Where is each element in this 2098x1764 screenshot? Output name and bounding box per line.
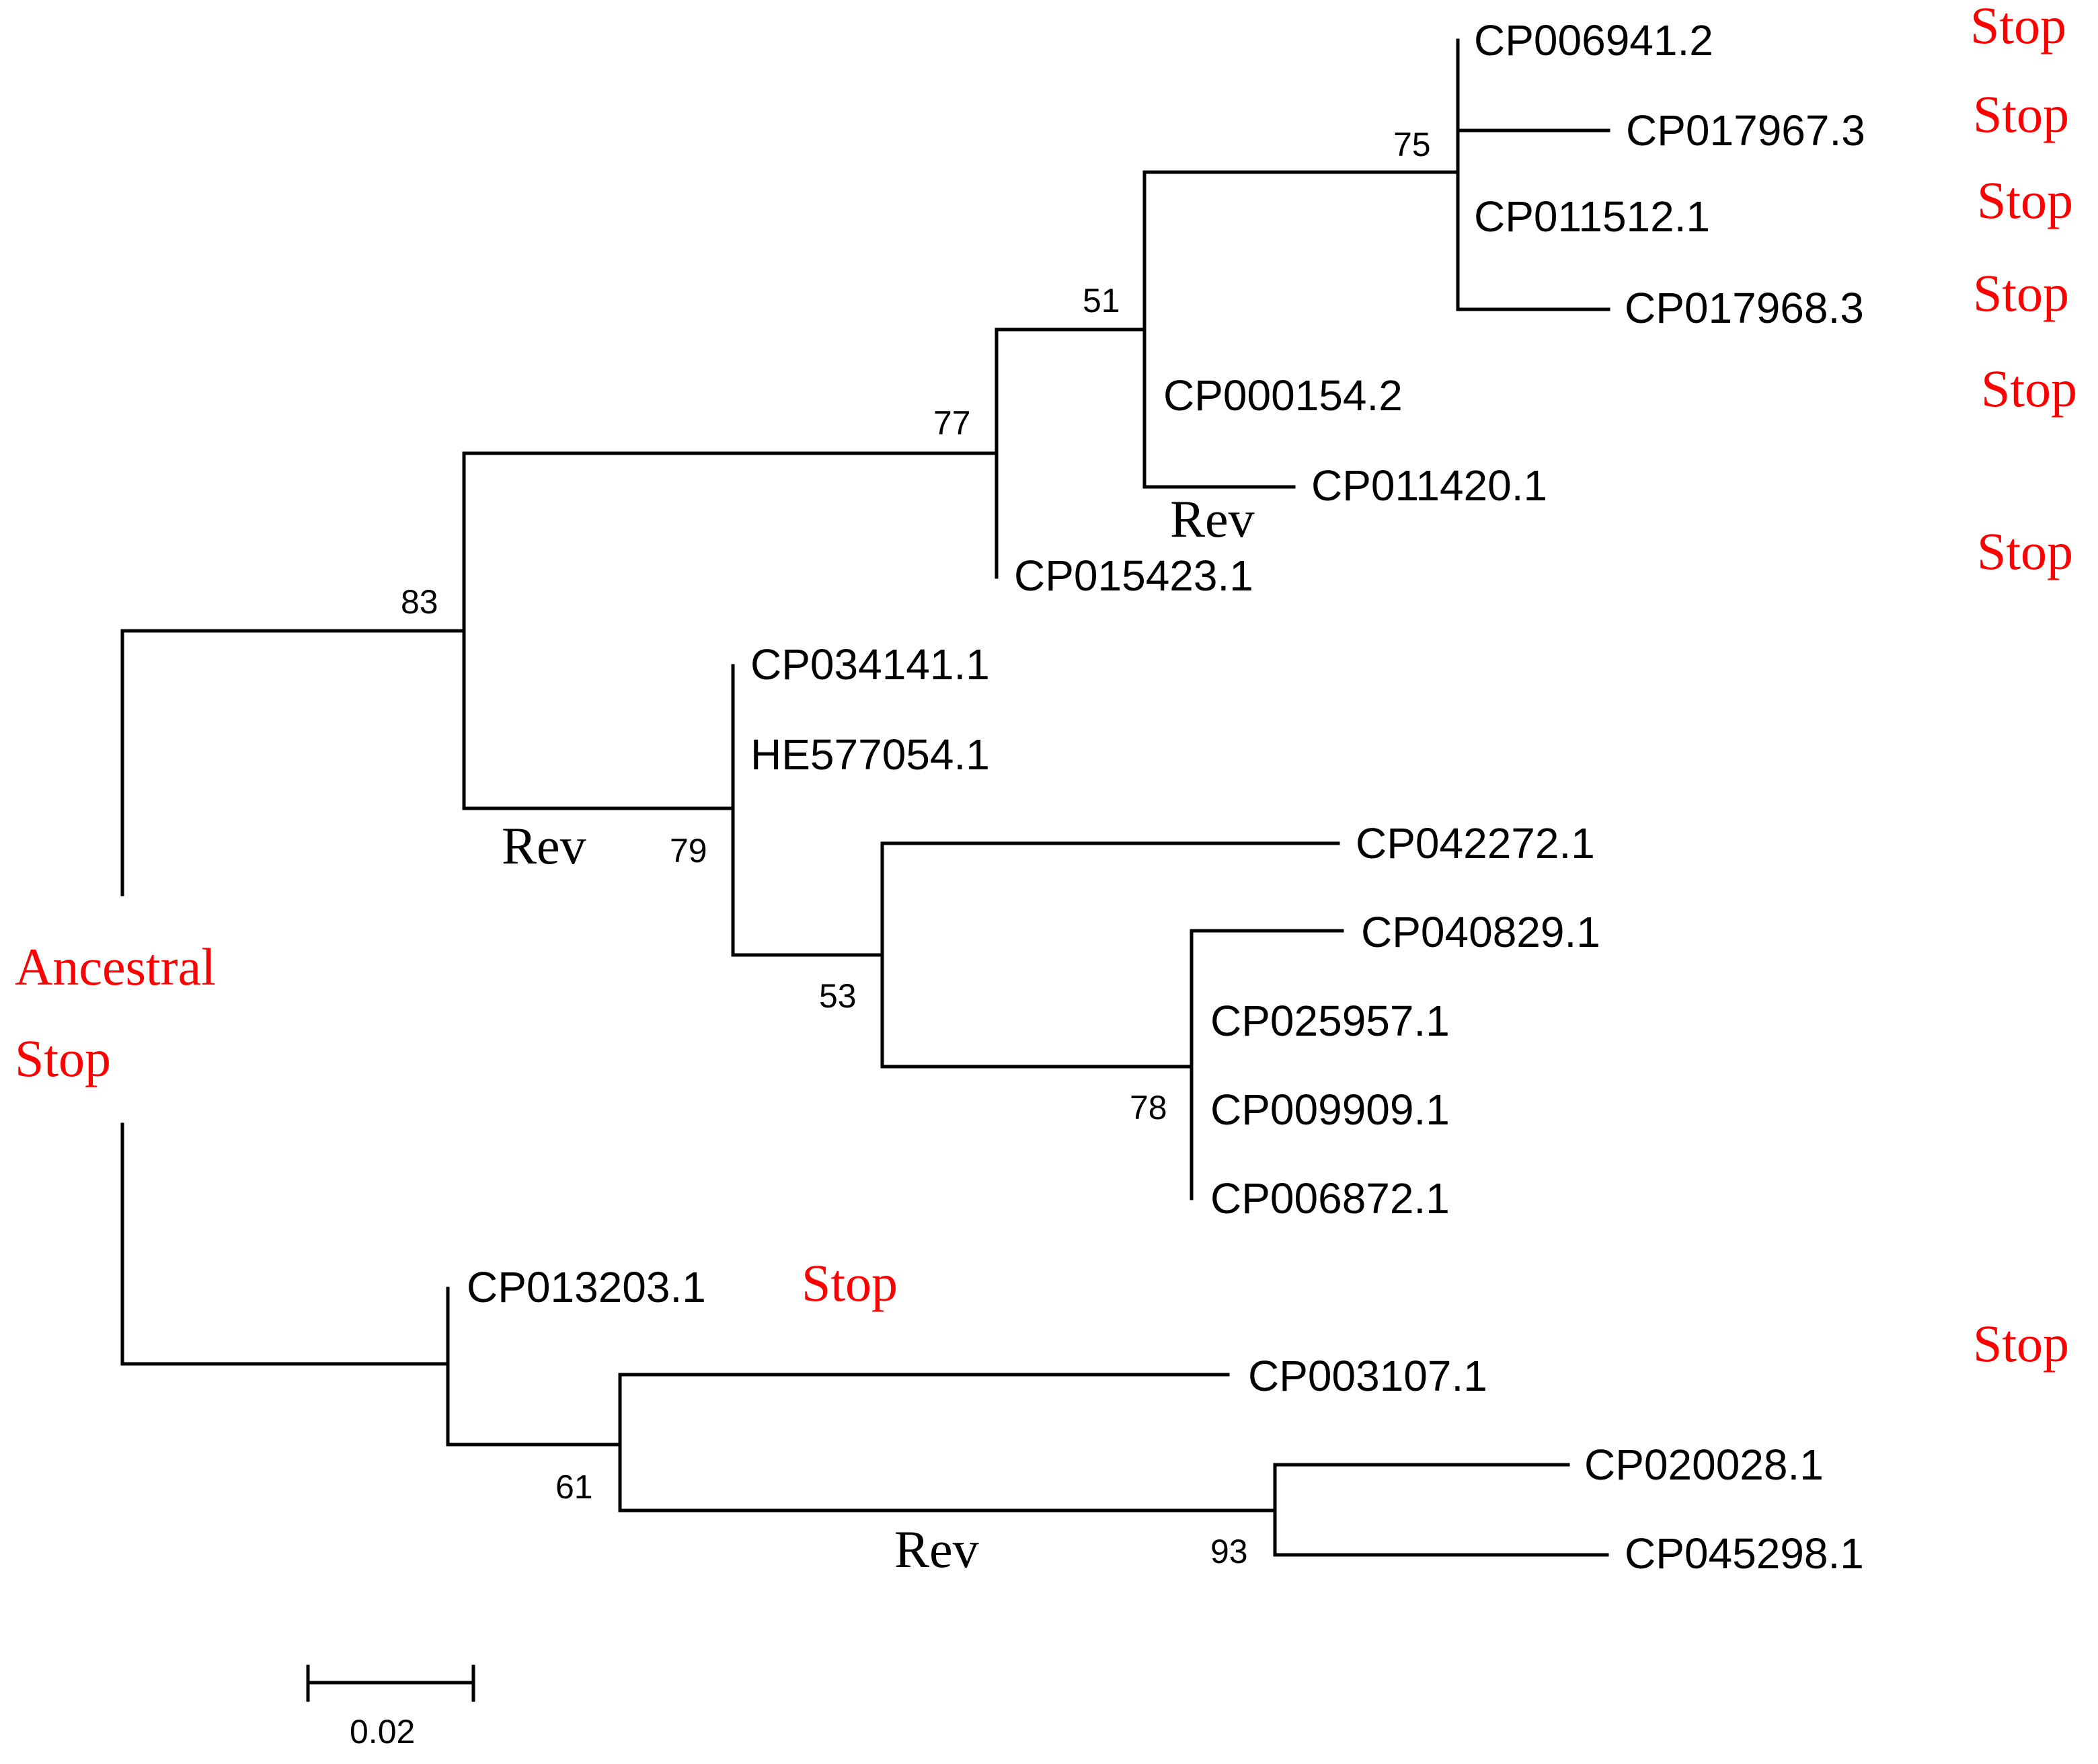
stop-label: Stop (1973, 85, 2069, 143)
bootstrap-value: 79 (670, 832, 707, 870)
leaf-label: CP042272.1 (1356, 819, 1595, 868)
leaf-label: CP034141.1 (750, 640, 990, 689)
bootstrap-value: 51 (1083, 282, 1120, 319)
leaf-label: CP009909.1 (1210, 1085, 1450, 1134)
leaf-label: HE577054.1 (750, 730, 990, 779)
stop-label: Stop (1977, 171, 2073, 229)
stop-label: Stop (1981, 359, 2077, 418)
bootstrap-value: 53 (819, 977, 857, 1015)
leaf-label: CP017968.3 (1625, 284, 1864, 332)
rev-label: Rev (502, 816, 586, 875)
leaf-label: CP006941.2 (1474, 16, 1713, 65)
leaf-label: CP015423.1 (1014, 551, 1253, 600)
stop-label: Stop (1977, 522, 2073, 580)
scale-bar-label: 0.02 (350, 1713, 415, 1751)
ancestral-stop-label: Stop (15, 1029, 111, 1087)
leaf-label: CP011512.1 (1474, 192, 1710, 241)
bootstrap-value: 83 (401, 583, 438, 621)
leaf-label: CP040829.1 (1361, 908, 1600, 956)
bootstrap-value: 77 (933, 404, 971, 442)
bootstrap-value: 75 (1393, 126, 1431, 163)
stop-label: Stop (1973, 264, 2069, 322)
rev-label: Rev (1170, 490, 1255, 548)
stop-label: Stop (1973, 1314, 2069, 1373)
ancestral-label: Ancestral (15, 937, 216, 996)
leaf-label: CP000154.2 (1163, 371, 1403, 420)
rev-label: Rev (894, 1520, 979, 1578)
leaf-label: CP013203.1 (467, 1263, 706, 1311)
leaf-label: CP017967.3 (1626, 106, 1865, 155)
leaf-label: CP011420.1 (1311, 461, 1547, 510)
stop-label: Stop (802, 1254, 898, 1312)
bootstrap-value: 61 (555, 1468, 593, 1506)
leaf-label: CP003107.1 (1248, 1352, 1487, 1400)
leaf-label: CP025957.1 (1210, 997, 1450, 1045)
bootstrap-value: 93 (1210, 1533, 1248, 1570)
bootstrap-value: 78 (1130, 1089, 1167, 1126)
stop-label: Stop (1970, 0, 2066, 54)
leaf-label: CP045298.1 (1625, 1529, 1864, 1578)
leaf-label: CP006872.1 (1210, 1174, 1450, 1223)
leaf-label: CP020028.1 (1584, 1441, 1824, 1489)
